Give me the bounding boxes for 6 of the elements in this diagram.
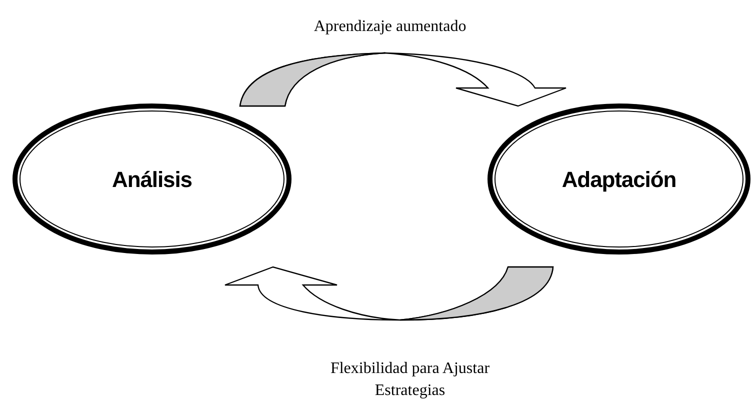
curved-block-arrow [239, 52, 567, 107]
node-label: Adaptación [562, 166, 676, 194]
node-label: Análisis [112, 166, 192, 194]
curved-block-arrow [224, 266, 554, 321]
edge-label: Flexibilidad para Ajustar Estrategias [329, 359, 491, 401]
edge-label: Aprendizaje aumentado [314, 17, 466, 37]
